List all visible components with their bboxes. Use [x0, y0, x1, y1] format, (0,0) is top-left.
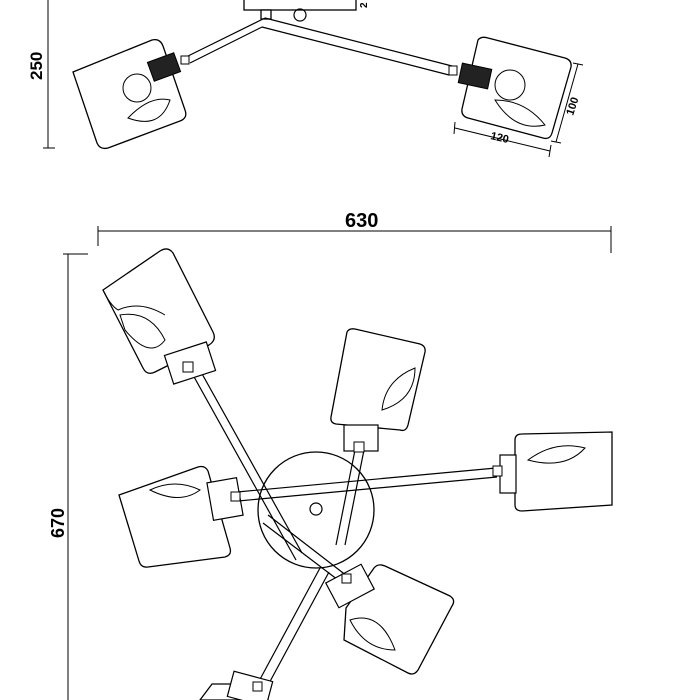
height-side-dimension: 250	[27, 0, 55, 149]
side-view: 2 250 10	[27, 0, 584, 158]
top-view-arm-lower-right	[262, 514, 348, 584]
top-view-joint-upper-center	[353, 441, 365, 453]
top-view-socket-bottom	[226, 670, 274, 700]
top-view-cutout-upper-center	[381, 367, 416, 411]
side-view-left-shade-cutout	[127, 98, 171, 122]
side-view-right-shade	[461, 36, 572, 140]
shade-height-dimension: 100	[550, 62, 584, 144]
side-view-mount-plate	[243, 0, 357, 11]
total-height-dimension-label: 670	[48, 508, 68, 538]
side-view-mount-connector	[260, 9, 272, 20]
side-view-right-lamp	[448, 36, 572, 140]
height-side-dimension-label: 250	[27, 52, 46, 80]
top-view-shade-edge-upper-left	[102, 289, 166, 316]
shade-width-dimension: 120	[453, 121, 552, 158]
side-view-right-shade-cutout	[494, 99, 546, 127]
total-height-dimension: 670	[48, 253, 88, 700]
top-view-cutout-left	[148, 483, 201, 498]
top-view-shade-right	[514, 431, 613, 512]
side-view-left-bulb	[122, 73, 152, 103]
top-view-cutout-lower-right	[349, 617, 396, 651]
shade-height-dimension-label: 100	[564, 96, 581, 117]
small-top-dimension-label: 2	[359, 2, 370, 8]
top-view-lamp-upper-center	[330, 328, 426, 453]
side-view-right-bulb	[494, 69, 526, 101]
top-view-lamp-left	[118, 465, 244, 568]
top-view: 630 670	[48, 210, 613, 700]
side-view-right-socket	[457, 62, 493, 90]
total-width-dimension-label: 630	[345, 210, 378, 232]
side-view-mount-screw	[293, 8, 307, 22]
top-view-joint-left	[230, 491, 241, 502]
top-view-joint-right	[492, 465, 503, 477]
top-view-cutout-upper-left	[119, 313, 166, 349]
side-view-left-lamp	[72, 38, 190, 150]
top-view-shade-left	[118, 465, 232, 568]
top-view-joint-lower-right	[341, 573, 352, 584]
top-view-cutout-right	[526, 445, 586, 464]
top-view-joint-bottom	[252, 681, 263, 692]
total-width-dimension: 630	[97, 210, 612, 253]
top-view-arm-upper-left	[192, 371, 303, 561]
top-view-lamp-lower-right	[324, 563, 455, 675]
top-view-arm-bottom	[257, 567, 330, 688]
top-view-shade-lower-right	[343, 564, 455, 675]
top-view-lamp-bottom	[199, 670, 274, 700]
top-view-arm-upper-center	[335, 449, 365, 546]
shade-width-dimension-label: 120	[489, 130, 510, 146]
side-view-right-arm-joint	[448, 65, 458, 76]
top-view-joint-upper-left	[182, 361, 194, 373]
top-view-shade-upper-center	[330, 328, 426, 432]
side-view-left-socket	[146, 52, 182, 82]
top-view-canopy	[257, 451, 375, 569]
side-view-right-arm	[261, 17, 453, 76]
top-view-canopy-center	[309, 502, 323, 516]
top-view-lamp-upper-left	[102, 248, 217, 385]
top-view-lamp-right	[492, 431, 613, 512]
side-view-left-arm	[185, 17, 266, 64]
top-view-arm-right	[236, 467, 498, 502]
side-view-left-arm-joint	[180, 55, 190, 65]
